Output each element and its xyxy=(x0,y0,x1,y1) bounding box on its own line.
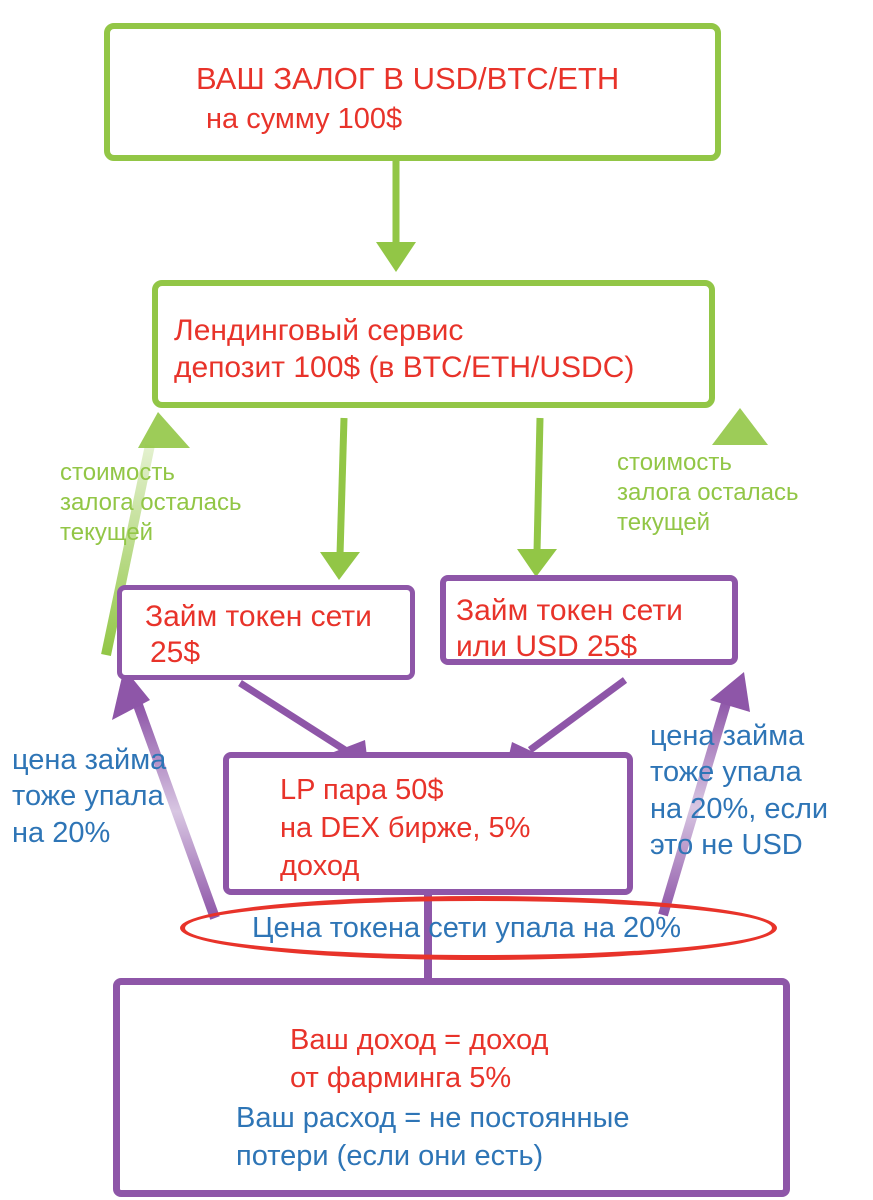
price-drop-ellipse xyxy=(180,896,777,960)
arrow-collateral-to-lending xyxy=(376,145,416,272)
note-right-collateral: стоимость залога осталась текущей xyxy=(617,449,799,536)
lending-deposit: депозит 100$ (в BTC/ETH/USDC) xyxy=(174,351,635,384)
arrow-lending-to-loan-right xyxy=(517,417,557,577)
arrow-loan-left-to-lending xyxy=(101,412,190,657)
price-drop-text: Цена токена сети упала на 20% xyxy=(252,912,682,944)
loan-left-box xyxy=(117,585,415,680)
loan-left-amount: 25$ xyxy=(150,636,201,669)
lp-income: доход xyxy=(280,850,360,882)
note-right-loan-price: цена займа тоже упала на 20%, если это н… xyxy=(650,720,829,861)
collateral-title: ВАШ ЗАЛОГ В USD/BTC/ETH xyxy=(196,61,620,96)
result-expense-line1: Ваш расход = не постоянные xyxy=(236,1102,630,1134)
lp-pair: LP пара 50$ xyxy=(280,774,444,806)
arrow-loan-right-to-lending xyxy=(712,408,768,648)
result-income-line1: Ваш доход = доход xyxy=(290,1024,549,1056)
loan-right-amount: или USD 25$ xyxy=(456,630,638,663)
result-box xyxy=(113,978,790,1197)
note-left-collateral: стоимость залога осталась текущей xyxy=(60,459,242,546)
lending-title: Лендинговый сервис xyxy=(174,314,464,347)
lp-exchange: на DEX бирже, 5% xyxy=(280,812,531,844)
result-expense-line2: потери (если они есть) xyxy=(236,1140,544,1172)
arrow-drop-to-loan-right xyxy=(658,672,750,917)
arrow-drop-to-loan-left xyxy=(112,668,220,920)
lp-box xyxy=(223,752,633,895)
arrow-lending-to-loan-left xyxy=(320,417,360,580)
loan-right-title: Займ токен сети xyxy=(456,594,683,627)
loan-left-title: Займ токен сети xyxy=(145,600,372,633)
lending-box xyxy=(152,280,715,408)
note-left-loan-price: цена займа тоже упала на 20% xyxy=(12,744,167,849)
collateral-box xyxy=(104,23,721,161)
loan-right-box xyxy=(440,575,738,665)
collateral-amount: на сумму 100$ xyxy=(206,103,403,135)
result-income-line2: от фарминга 5% xyxy=(290,1062,512,1094)
